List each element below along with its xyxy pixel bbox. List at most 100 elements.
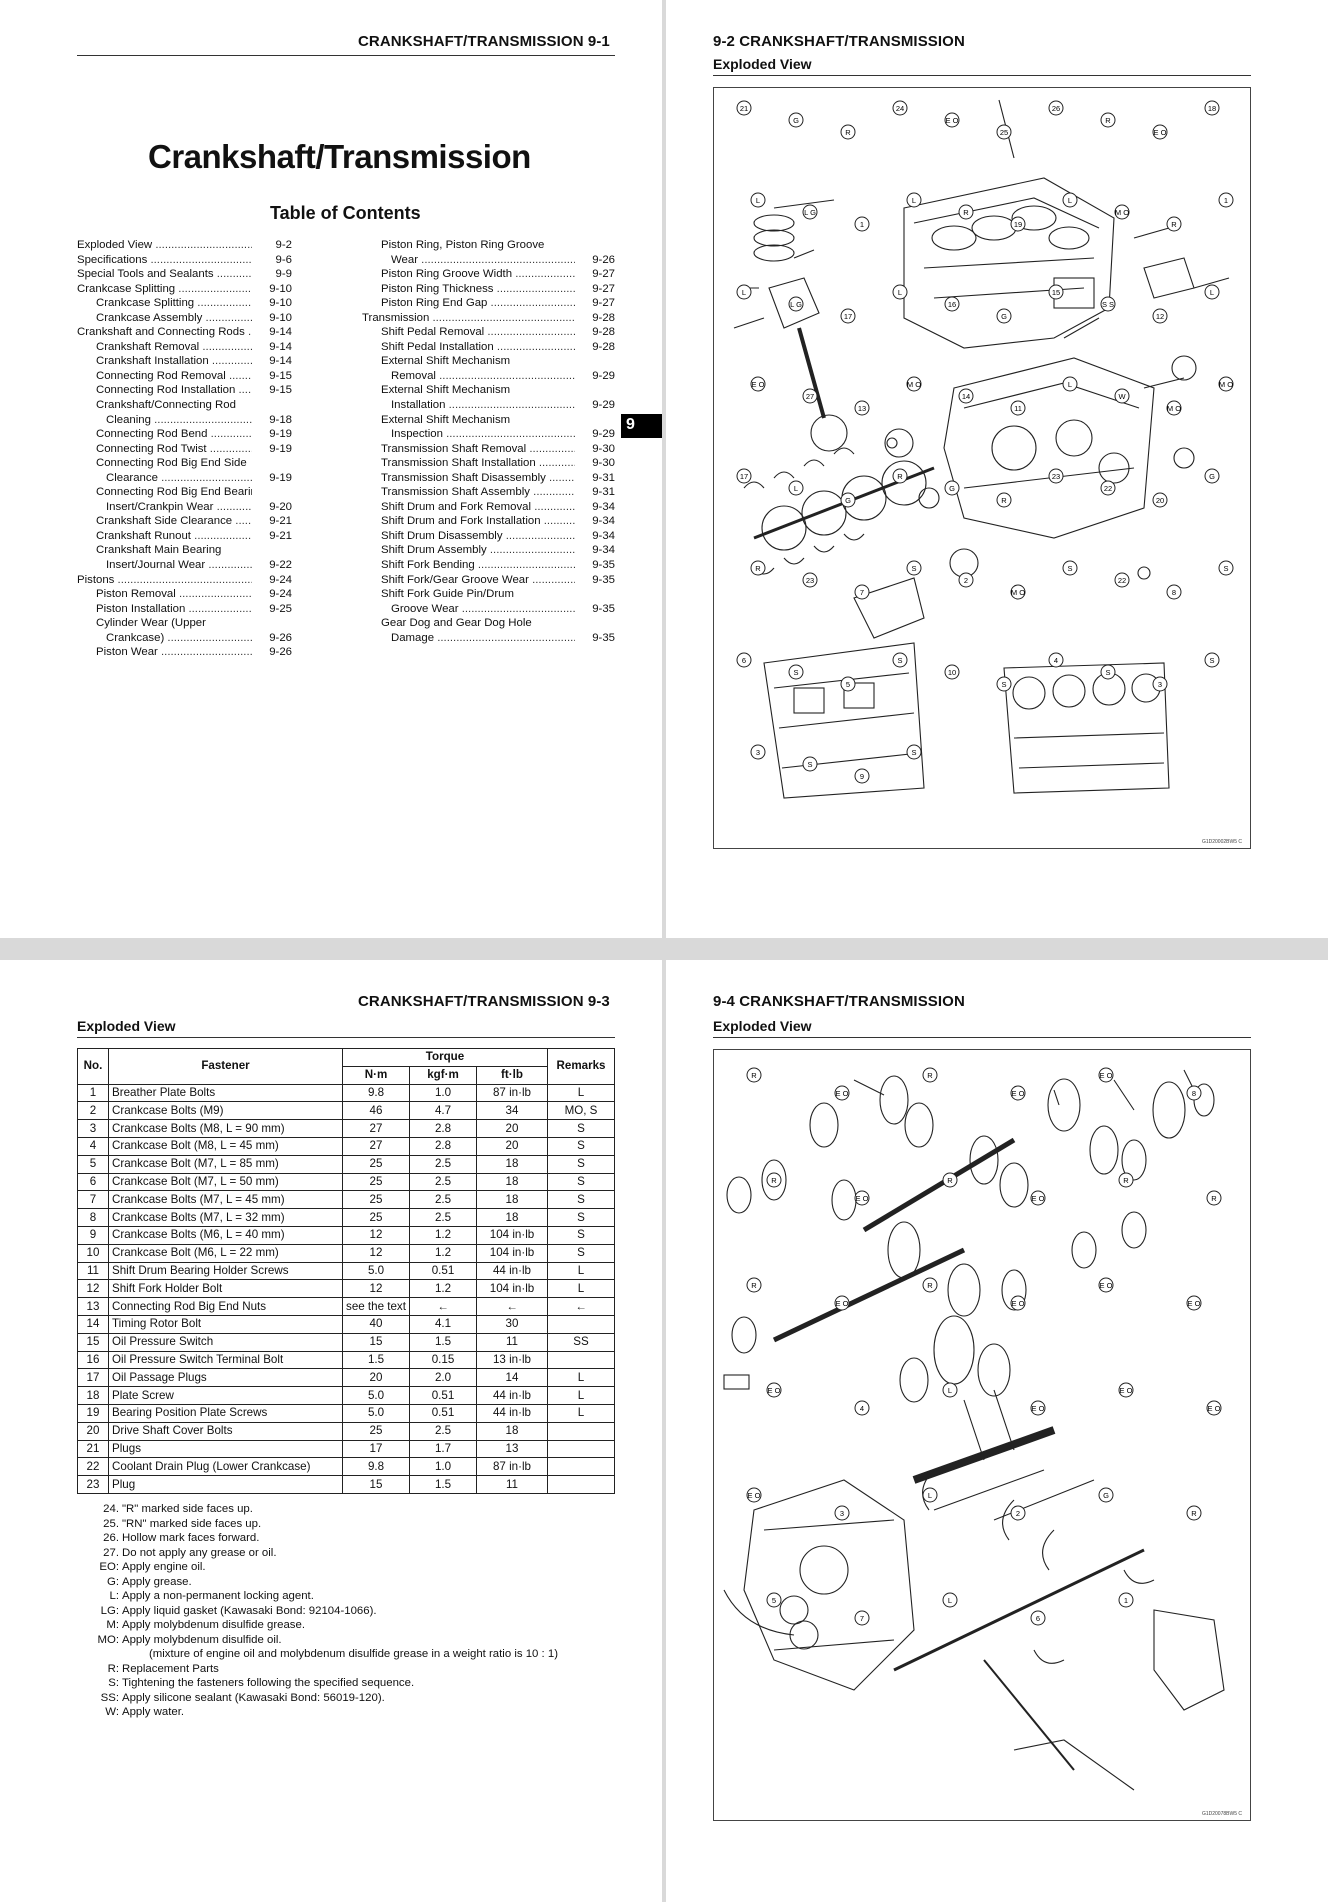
col-torque: Torque xyxy=(342,1048,548,1067)
callout-circle xyxy=(1100,480,1116,496)
toc-entry[interactable]: Transmission Shaft Disassembly9-31 xyxy=(362,471,615,486)
cell-ftlb: 44 in·lb xyxy=(476,1403,548,1423)
toc-entry[interactable]: Connecting Rod Twist9-19 xyxy=(77,442,292,457)
callout-circle xyxy=(1010,400,1026,416)
toc-entry[interactable]: Wear9-26 xyxy=(362,253,615,268)
toc-entry[interactable]: Special Tools and Sealants9-9 xyxy=(77,267,292,282)
callout-circle xyxy=(736,100,752,116)
toc-entry-page: 9-27 xyxy=(592,297,615,310)
toc-entry[interactable]: Piston Installation9-25 xyxy=(77,602,292,617)
cell-fastener: Crankcase Bolts (M9) xyxy=(108,1101,343,1121)
toc-entry-page: 9-19 xyxy=(269,428,292,441)
toc-entry[interactable]: Shift Fork Guide Pin/Drum xyxy=(362,587,615,602)
cell-no: 11 xyxy=(77,1261,109,1281)
callout-circle xyxy=(996,676,1012,692)
toc-entry[interactable]: Shift Pedal Installation9-28 xyxy=(362,340,615,355)
toc-entry[interactable]: Shift Drum and Fork Removal9-34 xyxy=(362,500,615,515)
legend-line: EO:Apply engine oil. xyxy=(80,1560,558,1575)
callout-circle xyxy=(736,652,752,668)
toc-entry[interactable]: Damage9-35 xyxy=(362,631,615,646)
toc-entry[interactable]: Pistons9-24 xyxy=(77,573,292,588)
toc-entry[interactable]: Cleaning9-18 xyxy=(77,413,292,428)
toc-entry[interactable]: Connecting Rod Bend9-19 xyxy=(77,427,292,442)
toc-entry[interactable]: External Shift Mechanism xyxy=(362,383,615,398)
toc-entry[interactable]: Groove Wear9-35 xyxy=(362,602,615,617)
callout-circle xyxy=(1204,284,1220,300)
cell-fastener: Coolant Drain Plug (Lower Crankcase) xyxy=(108,1457,343,1477)
toc-entry-page: 9-22 xyxy=(269,559,292,572)
toc-entry[interactable]: External Shift Mechanism xyxy=(362,354,615,369)
toc-entry[interactable]: Crankcase Splitting9-10 xyxy=(77,296,292,311)
toc-entry[interactable]: Shift Fork Bending9-35 xyxy=(362,558,615,573)
toc-entry[interactable]: Connecting Rod Big End Bearing xyxy=(77,485,292,500)
toc-entry[interactable]: Transmission Shaft Removal9-30 xyxy=(362,442,615,457)
toc-entry[interactable]: Specifications9-6 xyxy=(77,253,292,268)
toc-entry-label: Piston Ring Thickness xyxy=(362,282,575,297)
toc-entry[interactable]: Piston Ring End Gap9-27 xyxy=(362,296,615,311)
cell-no: 12 xyxy=(77,1279,109,1299)
toc-entry[interactable]: Insert/Journal Wear9-22 xyxy=(77,558,292,573)
toc-entry[interactable]: Crankcase Assembly9-10 xyxy=(77,311,292,326)
callout-label: 5 xyxy=(846,680,850,689)
toc-entry[interactable]: Crankcase)9-26 xyxy=(77,631,292,646)
toc-entry[interactable]: Crankshaft and Connecting Rods9-14 xyxy=(77,325,292,340)
callout-circle xyxy=(1118,1592,1134,1608)
callout-circle xyxy=(892,100,908,116)
cell-remarks: S xyxy=(547,1190,615,1210)
cell-fastener: Shift Fork Holder Bolt xyxy=(108,1279,343,1299)
callout-circle xyxy=(1030,1400,1046,1416)
callout-label: R xyxy=(963,208,969,217)
callout-label: 6 xyxy=(742,656,746,665)
callout-label: G xyxy=(949,484,955,493)
cell-nm: 9.8 xyxy=(342,1083,410,1103)
toc-entry[interactable]: Gear Dog and Gear Dog Hole xyxy=(362,616,615,631)
toc-entry[interactable]: Crankshaft Side Clearance9-21 xyxy=(77,514,292,529)
toc-entry[interactable]: Transmission9-28 xyxy=(362,311,615,326)
toc-entry[interactable]: Transmission Shaft Installation9-30 xyxy=(362,456,615,471)
toc-entry[interactable]: Crankshaft Runout9-21 xyxy=(77,529,292,544)
toc-entry-label: Transmission xyxy=(362,311,575,326)
toc-entry[interactable]: Shift Pedal Removal9-28 xyxy=(362,325,615,340)
cell-ftlb: ← xyxy=(476,1297,548,1316)
toc-entry[interactable]: Insert/Crankpin Wear9-20 xyxy=(77,500,292,515)
legend-key: 24. xyxy=(103,1503,119,1515)
toc-entry[interactable]: Cylinder Wear (Upper xyxy=(77,616,292,631)
toc-entry-label: Shift Drum and Fork Installation xyxy=(362,514,575,529)
col-remarks: Remarks xyxy=(547,1048,615,1085)
toc-entry[interactable]: Piston Removal9-24 xyxy=(77,587,292,602)
toc-entry[interactable]: Installation9-29 xyxy=(362,398,615,413)
toc-entry[interactable]: Crankshaft Main Bearing xyxy=(77,543,292,558)
toc-entry[interactable]: Piston Ring Thickness9-27 xyxy=(362,282,615,297)
callout-label: S xyxy=(1209,656,1214,665)
toc-entry[interactable]: Piston Ring Groove Width9-27 xyxy=(362,267,615,282)
toc-entry-label: Exploded View xyxy=(77,238,252,253)
toc-entry[interactable]: Shift Drum Assembly9-34 xyxy=(362,543,615,558)
toc-entry[interactable]: Crankshaft Removal9-14 xyxy=(77,340,292,355)
toc-entry[interactable]: Piston Wear9-26 xyxy=(77,645,292,660)
toc-entry[interactable]: Exploded View9-2 xyxy=(77,238,292,253)
toc-entry[interactable]: Connecting Rod Removal9-15 xyxy=(77,369,292,384)
callout-circle xyxy=(854,1190,870,1206)
toc-entry[interactable]: Crankshaft Installation9-14 xyxy=(77,354,292,369)
callout-label: E O xyxy=(768,1386,781,1395)
toc-entry[interactable]: Crankshaft/Connecting Rod xyxy=(77,398,292,413)
toc-entry[interactable]: Connecting Rod Installation9-15 xyxy=(77,383,292,398)
toc-entry[interactable]: Transmission Shaft Assembly9-31 xyxy=(362,485,615,500)
callout-circle xyxy=(840,492,856,508)
toc-entry[interactable]: Removal9-29 xyxy=(362,369,615,384)
toc-entry-label: Gear Dog and Gear Dog Hole xyxy=(381,617,532,630)
toc-entry[interactable]: Connecting Rod Big End Side xyxy=(77,456,292,471)
toc-entry[interactable]: External Shift Mechanism xyxy=(362,413,615,428)
callout-circle xyxy=(944,296,960,312)
toc-entry[interactable]: Shift Drum and Fork Installation9-34 xyxy=(362,514,615,529)
callout-circle xyxy=(1152,124,1168,140)
toc-entry[interactable]: Shift Drum Disassembly9-34 xyxy=(362,529,615,544)
toc-entry[interactable]: Clearance9-19 xyxy=(77,471,292,486)
toc-entry[interactable]: Shift Fork/Gear Groove Wear9-35 xyxy=(362,573,615,588)
toc-entry[interactable]: Crankcase Splitting9-10 xyxy=(77,282,292,297)
callout-label: L xyxy=(1210,288,1214,297)
callout-label: 3 xyxy=(756,748,760,757)
toc-entry[interactable]: Piston Ring, Piston Ring Groove xyxy=(362,238,615,253)
toc-entry[interactable]: Inspection9-29 xyxy=(362,427,615,442)
